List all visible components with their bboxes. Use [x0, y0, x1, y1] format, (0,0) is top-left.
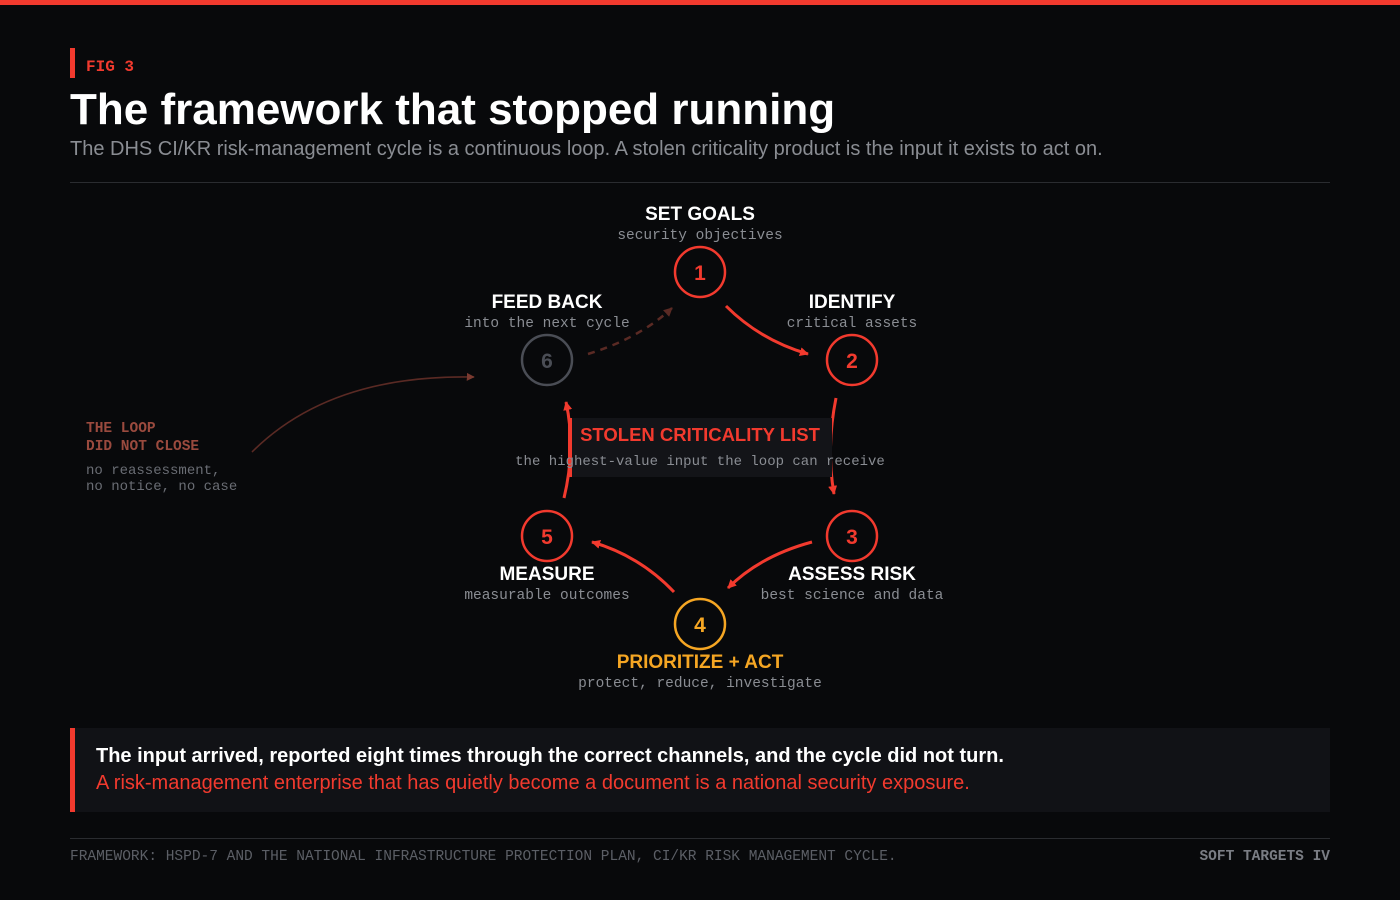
- page-subtitle: The DHS CI/KR risk-management cycle is a…: [70, 138, 1103, 160]
- node-1-circle: [673, 245, 727, 299]
- node-6-number: 6: [541, 350, 553, 373]
- callout-implication: A risk-management enterprise that has qu…: [96, 772, 970, 794]
- footer-source: FRAMEWORK: HSPD-7 AND THE NATIONAL INFRA…: [70, 849, 897, 865]
- node-5-subtitle: measurable outcomes: [464, 588, 629, 604]
- node-3-number: 3: [846, 526, 858, 549]
- node-6-title: FEED BACK: [492, 292, 603, 313]
- center-subtitle: the highest-value input the loop can rec…: [515, 454, 885, 470]
- node-5-circle: [520, 509, 574, 563]
- callout-statement: The input arrived, reported eight times …: [96, 745, 1004, 767]
- node-4-circle: [673, 597, 727, 651]
- conclusion-callout: The input arrived, reported eight times …: [70, 728, 1330, 812]
- cycle-node-5: 5 MEASURE measurable outcomes: [464, 509, 630, 604]
- node-6-subtitle: into the next cycle: [464, 316, 629, 332]
- cycle-node-6: FEED BACK into the next cycle 6: [464, 292, 630, 387]
- node-5-title: MEASURE: [499, 564, 594, 585]
- annotation-line-2: DID NOT CLOSE: [86, 439, 199, 455]
- arrow-4-to-5: [591, 539, 676, 594]
- annotation-detail-1: no reassessment,: [86, 463, 220, 479]
- node-1-number: 1: [694, 262, 706, 285]
- node-2-circle: [825, 333, 879, 387]
- header-divider: [70, 182, 1330, 183]
- node-4-number: 4: [694, 614, 706, 637]
- cycle-node-4: 4 PRIORITIZE + ACT protect, reduce, inve…: [578, 597, 822, 692]
- node-2-title: IDENTIFY: [809, 292, 896, 313]
- footer-series: SOFT TARGETS IV: [1199, 849, 1330, 865]
- node-6-circle: [520, 333, 574, 387]
- cycle-node-1: SET GOALS security objectives 1: [617, 204, 783, 299]
- node-3-title: ASSESS RISK: [788, 564, 916, 585]
- node-1-title: SET GOALS: [645, 204, 755, 225]
- annotation-connector: [251, 372, 475, 453]
- arrow-1-to-2: [724, 304, 809, 357]
- page-title: The framework that stopped running: [70, 85, 836, 134]
- annotation-line-1: THE LOOP: [86, 421, 156, 437]
- node-3-circle: [825, 509, 879, 563]
- node-1-subtitle: security objectives: [617, 228, 782, 244]
- center-box-accent: [568, 418, 572, 477]
- footer-divider: [70, 838, 1330, 839]
- node-3-subtitle: best science and data: [761, 588, 944, 604]
- annotation-detail-2: no notice, no case: [86, 479, 237, 495]
- center-input-box: STOLEN CRITICALITY LIST the highest-valu…: [515, 418, 885, 477]
- cycle-node-2: IDENTIFY critical assets 2: [787, 292, 918, 387]
- top-accent-bar: [0, 0, 1400, 5]
- center-title: STOLEN CRITICALITY LIST: [580, 424, 821, 445]
- node-4-subtitle: protect, reduce, investigate: [578, 676, 822, 692]
- loop-annotation: THE LOOP DID NOT CLOSE no reassessment, …: [86, 421, 237, 495]
- center-box-bg: [568, 418, 832, 477]
- arrow-3-to-4: [726, 540, 813, 590]
- figure-tag: FIG 3: [70, 48, 134, 78]
- node-5-number: 5: [541, 526, 553, 549]
- node-4-title: PRIORITIZE + ACT: [617, 652, 784, 673]
- node-2-subtitle: critical assets: [787, 316, 918, 332]
- node-2-number: 2: [846, 350, 858, 373]
- cycle-node-3: 3 ASSESS RISK best science and data: [761, 509, 944, 604]
